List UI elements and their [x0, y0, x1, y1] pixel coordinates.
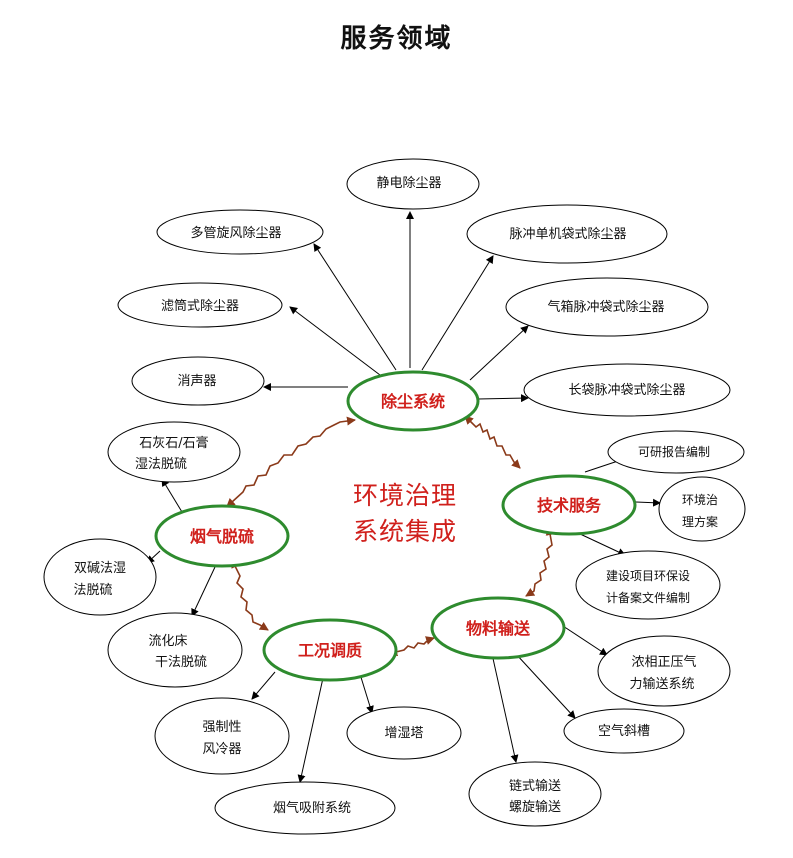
hub-condition — [262, 618, 398, 682]
leaf-long-bag — [523, 363, 731, 417]
hub-condition-label: 工况调质 — [298, 641, 362, 660]
leaf-limestone — [107, 421, 241, 483]
leaf-env-plan-label-1: 环境治 — [682, 492, 718, 507]
leaf-eia — [575, 550, 721, 620]
leaf-dual-alkali-label-2: 法脱硫 — [73, 583, 112, 598]
leaf-env-plan-label-2: 理方案 — [682, 514, 718, 529]
center-caption-line-1: 环境治理 — [352, 481, 457, 510]
hub-desulf-label: 烟气脱硫 — [190, 527, 254, 546]
hub-nodes — [154, 370, 637, 682]
arrow-humidifier — [359, 673, 374, 714]
leaf-pulse-single-label: 脉冲单机袋式除尘器 — [509, 227, 626, 242]
leaf-feasibility — [607, 430, 745, 474]
leaf-fluidized-label-2: 干法脱硫 — [155, 655, 207, 670]
hub-tech — [501, 474, 637, 536]
leaf-chamber-pulse — [505, 277, 709, 337]
leaf-limestone-label-2: 湿法脱硫 — [135, 457, 187, 472]
arrow-dense-phase — [562, 625, 608, 656]
leaf-multitube-label: 多管旋风除尘器 — [190, 225, 281, 241]
arrow-pulse-single — [421, 255, 494, 371]
leaf-electrostatic — [346, 158, 480, 210]
leaf-chamber-pulse-label: 气箱脉冲袋式除尘器 — [547, 299, 664, 315]
hub-dust — [346, 370, 480, 432]
link-condition-material — [388, 636, 435, 657]
leaf-air-slide — [563, 708, 685, 754]
link-desulf-condition — [231, 558, 269, 631]
hub-tech-label: 技术服务 — [537, 496, 602, 515]
leaf-chain-label-1: 链式输送 — [509, 778, 561, 794]
page-title: 服务领域 — [340, 24, 453, 54]
leaf-dual-alkali — [43, 538, 157, 616]
hub-material — [430, 596, 566, 660]
leaf-electrostatic-label: 静电除尘器 — [376, 176, 441, 191]
leaf-fluidized — [107, 612, 243, 688]
arrow-eia — [577, 532, 626, 556]
leaf-muffler-label: 消声器 — [177, 374, 216, 389]
hub-material-label: 物料输送 — [466, 619, 531, 638]
leaf-multitube — [156, 209, 324, 255]
leaf-eia-label-1: 建设项目环保设 — [606, 569, 690, 583]
leaf-feasibility-label: 可研报告编制 — [638, 444, 710, 459]
hub-desulf — [154, 504, 290, 568]
arrow-long-bag — [477, 394, 529, 403]
leaf-muffler — [131, 356, 265, 406]
leaf-adsorption — [214, 781, 396, 835]
arrow-multitube — [313, 243, 397, 371]
arrow-chain — [491, 653, 519, 763]
leaf-limestone-label-1: 石灰石/石膏 — [139, 435, 208, 451]
leaf-adsorption-label: 烟气吸附系统 — [273, 800, 351, 816]
link-dust-desulf — [226, 416, 356, 508]
arrow-air-slide — [515, 653, 576, 719]
leaf-dense-phase-label-2: 力输送系统 — [629, 676, 694, 692]
hub-dust-label: 除尘系统 — [381, 392, 445, 411]
leaf-long-bag-label: 长袋脉冲袋式除尘器 — [568, 383, 685, 398]
leaf-dual-alkali-label-1: 双碱法湿 — [74, 561, 126, 576]
leaf-pulse-single — [466, 204, 668, 264]
leaf-humidifier — [346, 706, 462, 760]
leaf-forced-cooler — [154, 697, 290, 775]
leaf-cartridge-label: 滤筒式除尘器 — [161, 298, 239, 314]
leaf-dense-phase — [597, 635, 731, 707]
leaf-dense-phase-label-1: 浓相正压气 — [631, 654, 696, 670]
center-caption-line-2: 系统集成 — [352, 517, 457, 546]
leaf-labels: 静电除尘器 多管旋风除尘器 脉冲单机袋式除尘器 滤筒式除尘器 气箱脉冲袋式除尘器… — [73, 176, 718, 816]
arrow-limestone — [161, 478, 183, 513]
center-caption: 环境治理 系统集成 — [330, 478, 480, 550]
arrow-env-plan — [635, 498, 661, 507]
leaf-forced-cooler-label-2: 风冷器 — [202, 742, 241, 757]
arrow-adsorption — [297, 677, 324, 783]
leaf-eia-label-2: 计备案文件编制 — [606, 590, 690, 605]
hub-links — [226, 415, 555, 657]
leaf-chain-label-2: 螺旋输送 — [509, 799, 561, 815]
leaf-humidifier-label: 增湿塔 — [384, 726, 423, 741]
hub-labels: 除尘系统 技术服务 烟气脱硫 物料输送 工况调质 — [190, 392, 602, 660]
arrow-chamber-pulse — [469, 325, 529, 381]
leaf-forced-cooler-label-1: 强制性 — [202, 720, 241, 735]
arrow-cartridge — [289, 306, 381, 376]
link-dust-tech — [464, 415, 521, 469]
leaf-chain — [468, 761, 602, 827]
leaf-nodes — [43, 158, 746, 835]
leaf-cartridge — [117, 282, 283, 328]
leaf-fluidized-label-1: 流化床 — [148, 634, 187, 649]
leaf-env-plan — [658, 476, 746, 542]
leaf-air-slide-label: 空气斜槽 — [598, 723, 650, 739]
arrow-forced-cooler — [251, 671, 276, 700]
arrow-fluidized — [191, 566, 216, 617]
link-tech-material — [525, 526, 555, 597]
